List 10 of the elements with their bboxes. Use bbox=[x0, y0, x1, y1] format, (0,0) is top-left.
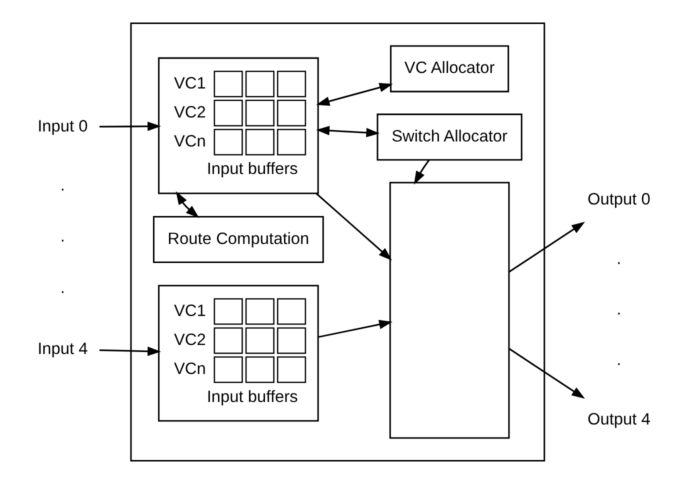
node-text: Output 4 bbox=[587, 410, 650, 429]
label: . bbox=[60, 176, 66, 195]
node-text: Input 4 bbox=[38, 340, 88, 358]
label: . bbox=[60, 279, 66, 298]
node-text: Input 0 bbox=[38, 117, 88, 136]
node-text: Output 0 bbox=[587, 190, 650, 209]
label: . bbox=[60, 227, 66, 246]
label: . bbox=[616, 300, 622, 319]
label: . bbox=[616, 250, 622, 268]
label: . bbox=[616, 351, 622, 370]
